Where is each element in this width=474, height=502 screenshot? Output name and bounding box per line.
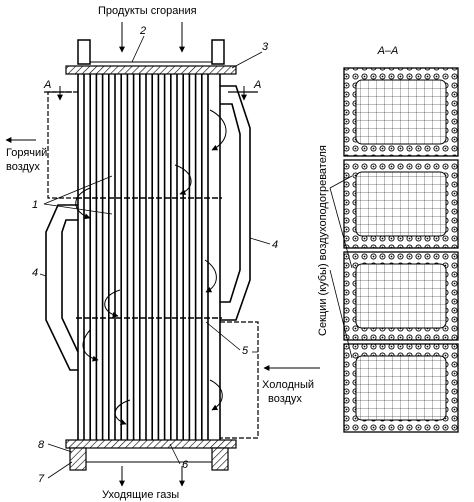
callout-5: 5 — [242, 345, 249, 357]
hot-air-outlet — [47, 91, 78, 199]
callout-6: 6 — [182, 459, 189, 471]
label-combustion-products: Продукты сгорания — [98, 5, 197, 17]
support-right — [211, 447, 229, 471]
callout-4-right: 4 — [272, 239, 278, 251]
label-hot-air-line2: воздух — [6, 161, 40, 173]
callout-1: 1 — [32, 199, 38, 211]
inlet-flange-left — [77, 39, 91, 65]
tube-bundle — [83, 74, 209, 440]
callout-3: 3 — [262, 41, 269, 53]
inlet-flange-right — [211, 39, 225, 65]
label-cold-air-line1: Холодный — [262, 379, 314, 391]
callout-2: 2 — [139, 25, 146, 37]
label-hot-air-line1: Горячий — [6, 147, 47, 159]
top-tube-sheet — [65, 65, 237, 75]
air-heater-section-cube — [343, 67, 459, 157]
section-a-a: А–А Секции (кубы) воздухоподогревателя — [317, 45, 459, 433]
label-flue-gases: Уходящие газы — [102, 489, 179, 501]
vertical-caption: Секции (кубы) воздухоподогревателя — [317, 145, 329, 336]
support-left — [69, 447, 87, 471]
air-heater-section-cube — [343, 343, 459, 433]
section-marker-right: А — [253, 79, 261, 91]
air-heater-section-cube — [343, 251, 459, 341]
section-marker-left: А — [43, 79, 51, 91]
air-duct-left — [45, 204, 79, 371]
section-title: А–А — [377, 45, 399, 57]
callout-7: 7 — [38, 473, 45, 485]
cold-air-inlet — [220, 321, 259, 439]
air-heater-section-cube — [343, 159, 459, 249]
callout-8: 8 — [38, 439, 45, 451]
callout-4-left: 4 — [32, 267, 38, 279]
air-heater-schematic: Продукты сгорания Горячий воздух Холодны… — [5, 5, 320, 501]
air-duct-right — [220, 85, 251, 321]
bottom-tube-sheet — [65, 439, 237, 449]
label-cold-air-line2: воздух — [268, 393, 302, 405]
